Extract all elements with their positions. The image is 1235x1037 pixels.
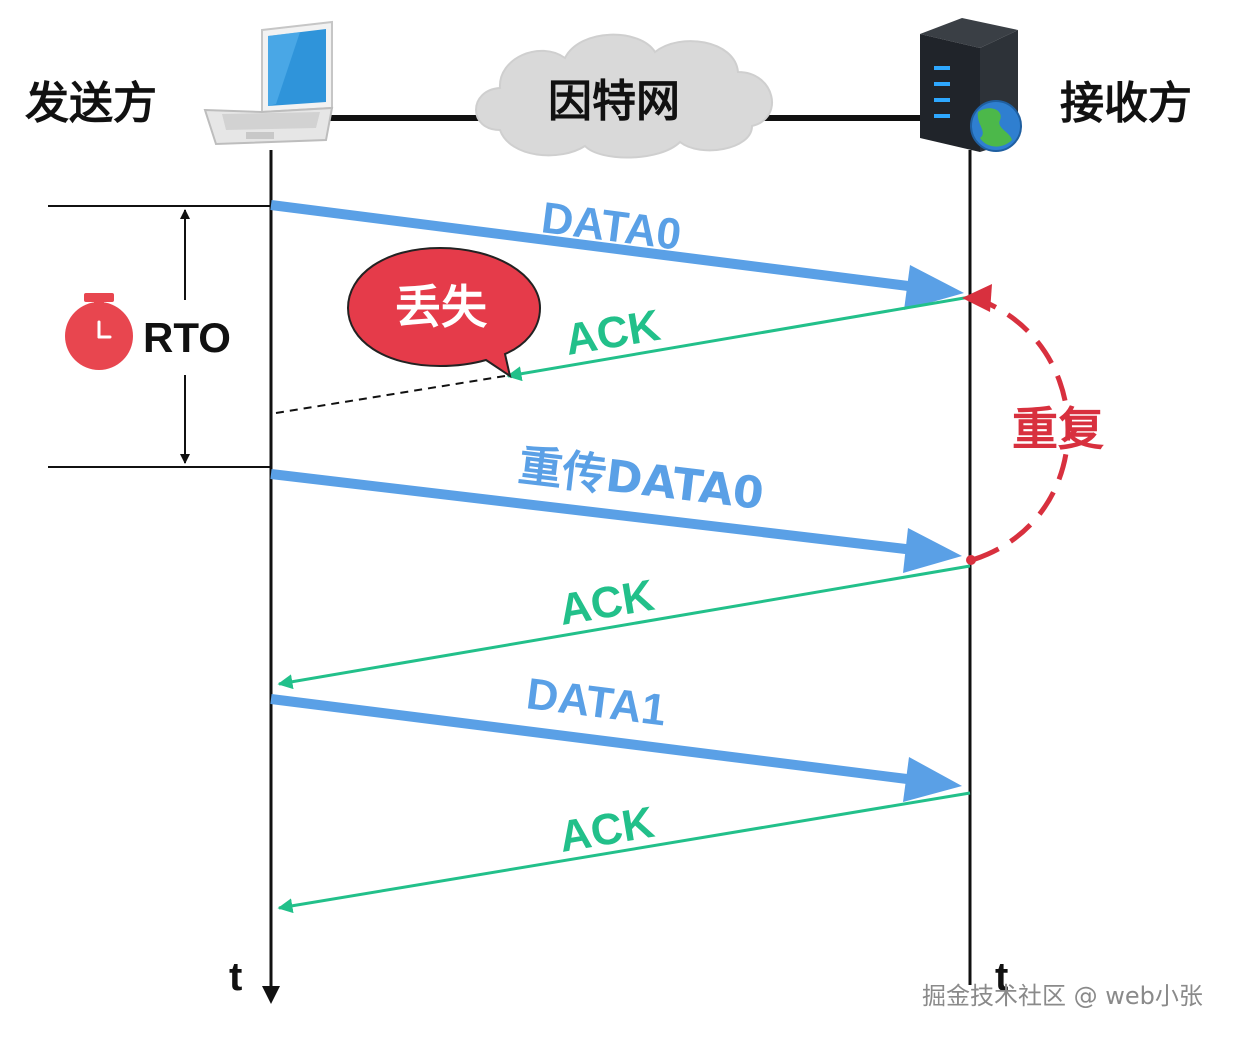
rto-label: RTO <box>143 314 231 361</box>
data1-label: DATA1 <box>524 669 669 735</box>
ack-dup-label: ACK <box>556 571 658 635</box>
duplicate-label: 重复 <box>1012 402 1104 456</box>
ack-lost-label: ACK <box>562 301 664 365</box>
ack-dup-arrow <box>277 564 971 690</box>
globe-icon <box>970 100 1022 152</box>
lost-speech-bubble <box>346 246 542 379</box>
ack1-label: ACK <box>556 798 658 862</box>
data0-arrow <box>270 200 964 310</box>
sender-time-label: t <box>229 955 242 999</box>
receiver-label: 接收方 <box>1060 78 1192 129</box>
duplicate-arc-arrowhead <box>962 284 992 312</box>
data0-label: DATA0 <box>539 193 684 259</box>
laptop-icon <box>203 20 334 146</box>
sender-label: 发送方 <box>25 78 157 129</box>
data1-arrow <box>270 694 962 802</box>
stopwatch-icon <box>65 293 133 370</box>
duplicate-arc <box>971 294 1071 563</box>
ack-lost-dashed-path <box>275 375 506 414</box>
data0-retransmit-arrow <box>270 469 962 573</box>
ack-lost-arrow <box>506 295 971 382</box>
lost-label: 丢失 <box>395 280 488 334</box>
ack1-arrow <box>277 791 971 914</box>
receiver-time-label: t <box>995 955 1008 999</box>
network-label: 因特网 <box>548 76 680 127</box>
duplicate-arc-end-dot <box>966 555 976 565</box>
cloud-icon <box>475 33 773 159</box>
watermark: 掘金技术社区 @ web小张 <box>922 982 1203 1010</box>
